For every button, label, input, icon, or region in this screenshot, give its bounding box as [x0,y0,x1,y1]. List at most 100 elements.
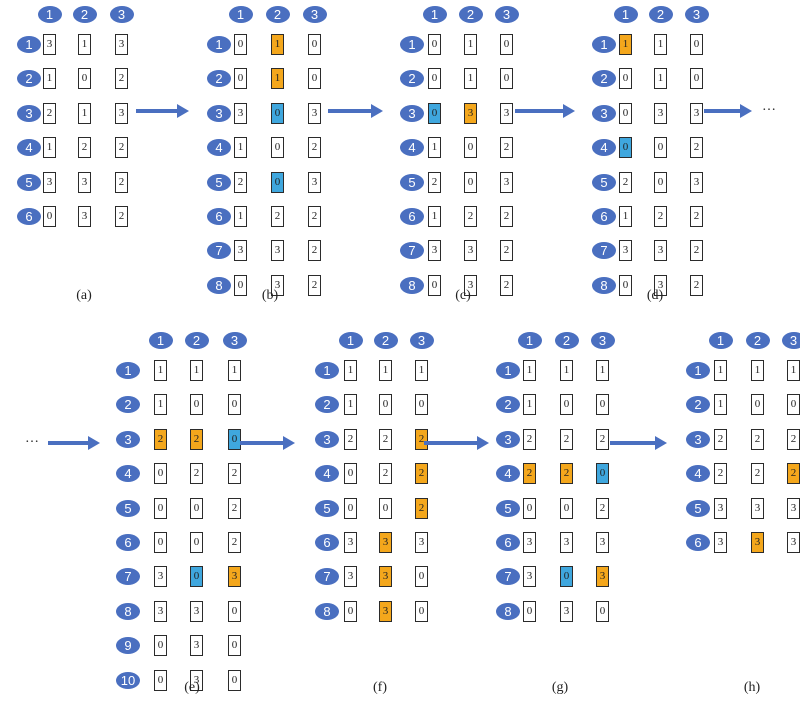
highlighted-cell-orange: 2 [415,497,428,519]
matrix-cell: 2 [308,137,321,159]
matrix-cell: 2 [596,497,609,519]
matrix-cell: 2 [500,206,513,227]
matrix-cell: 1 [234,206,247,227]
matrix-cell: 1 [787,360,800,381]
matrix-cell: 1 [428,206,441,227]
row-header-badge: 1 [400,36,424,53]
matrix-cell: 3 [43,34,56,55]
matrix-cell: 0 [654,171,667,193]
highlighted-cell-orange: 2 [154,428,167,450]
matrix-cell: 0 [500,68,513,90]
matrix-cell: 3 [415,532,428,553]
row-header-badge: 3 [592,104,616,122]
row-header-badge: 6 [207,208,231,225]
matrix-cell: 1 [43,137,56,159]
matrix-cell: 0 [344,463,357,485]
matrix-cell: 2 [228,463,241,485]
matrix-cell: 3 [154,566,167,588]
row-header-badge: 8 [400,276,424,294]
row-header-badge: 2 [592,70,616,88]
row-header-badge: 8 [116,602,140,620]
continuation-ellipsis: … [762,99,776,114]
matrix-cell: 2 [115,68,128,90]
matrix-cell: 0 [190,394,203,416]
matrix-cell: 1 [43,68,56,90]
column-header-badge: 1 [517,332,542,349]
column-header-badge: 1 [422,6,447,23]
matrix-cell: 0 [428,68,441,90]
matrix-cell: 2 [500,274,513,296]
matrix-cell: 2 [690,240,703,262]
matrix-cell: 1 [654,34,667,55]
matrix-cell: 2 [43,102,56,124]
highlighted-cell-blue: 0 [560,566,573,588]
matrix-cell: 3 [560,532,573,553]
matrix-cell: 2 [308,240,321,262]
matrix-cell: 2 [115,137,128,159]
matrix-cell: 1 [464,68,477,90]
matrix-cell: 3 [344,566,357,588]
highlighted-cell-blue: 0 [228,428,241,450]
matrix-cell: 3 [690,102,703,124]
matrix-cell: 0 [690,68,703,90]
matrix-cell: 0 [154,669,167,691]
matrix-cell: 2 [271,206,284,227]
panel-label: (b) [261,288,279,303]
column-header-badge: 3 [494,6,519,23]
matrix-cell: 1 [464,34,477,55]
row-header-badge: 5 [496,499,520,517]
matrix-cell: 3 [654,240,667,262]
matrix-cell: 2 [234,171,247,193]
highlighted-cell-orange: 1 [619,34,632,55]
highlighted-cell-orange: 2 [787,463,800,485]
matrix-cell: 3 [115,102,128,124]
highlighted-cell-orange: 3 [751,532,764,553]
row-header-badge: 3 [400,104,424,122]
arrow-shaft [48,441,90,445]
highlighted-cell-orange: 2 [523,463,536,485]
row-header-badge: 5 [400,173,424,191]
matrix-cell: 3 [619,240,632,262]
highlighted-cell-orange: 2 [560,463,573,485]
matrix-cell: 2 [500,240,513,262]
transition-arrow [610,436,667,450]
column-header-badge: 1 [37,6,62,23]
matrix-cell: 0 [154,635,167,657]
highlighted-cell-orange: 3 [379,532,392,553]
matrix-cell: 2 [523,428,536,450]
matrix-cell: 2 [78,137,91,159]
matrix-cell: 3 [190,600,203,622]
highlighted-cell-blue: 0 [428,102,441,124]
matrix-cell: 3 [344,532,357,553]
transition-arrow [704,104,752,118]
matrix-cell: 1 [190,360,203,381]
arrow-shaft [240,441,285,445]
matrix-cell: 0 [690,34,703,55]
row-header-badge: 1 [686,362,710,379]
transition-arrow [328,104,383,118]
matrix-cell: 3 [523,532,536,553]
matrix-cell: 0 [190,532,203,553]
matrix-cell: 1 [234,137,247,159]
matrix-cell: 2 [115,206,128,227]
matrix-cell: 2 [428,171,441,193]
matrix-cell: 1 [379,360,392,381]
matrix-cell: 3 [654,274,667,296]
transition-arrow [424,436,489,450]
row-header-badge: 1 [17,36,41,53]
arrow-head [655,436,667,450]
matrix-cell: 2 [228,532,241,553]
matrix-cell: 0 [228,600,241,622]
matrix-cell: 0 [271,137,284,159]
panel-label: (c) [455,288,471,303]
row-header-badge: 2 [207,70,231,88]
matrix-cell: 2 [714,428,727,450]
matrix-cell: 3 [234,240,247,262]
matrix-cell: 3 [308,102,321,124]
row-header-badge: 3 [207,104,231,122]
matrix-cell: 1 [415,360,428,381]
panel-label: (g) [551,680,569,695]
matrix-cell: 3 [271,274,284,296]
matrix-cell: 2 [115,171,128,193]
